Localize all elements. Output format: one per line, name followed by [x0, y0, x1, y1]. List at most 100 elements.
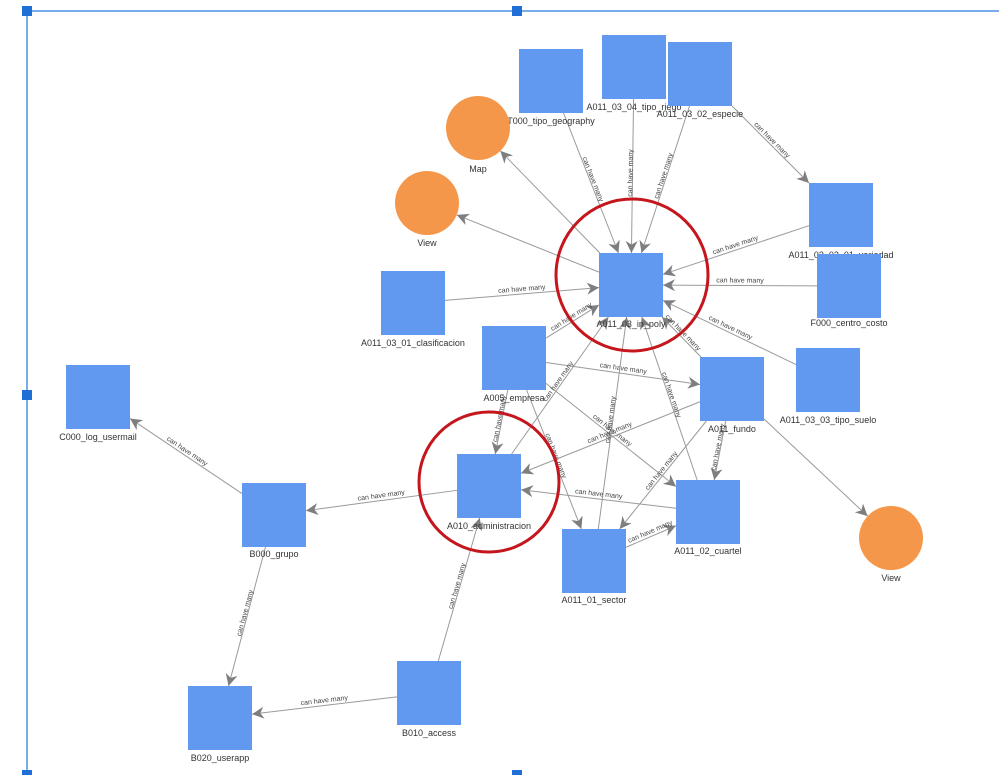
view-circle [859, 506, 923, 570]
entity-box [817, 254, 881, 318]
entity-node-f000-centro-costo-6[interactable]: F000_centro_costo [810, 254, 888, 328]
entity-node-a005-empresa-9[interactable]: A005_empresa [482, 326, 546, 403]
entity-node-b000-grupo-14[interactable]: B000_grupo [242, 483, 306, 559]
edge-line [437, 517, 483, 662]
entity-node-a011-03-01-clasificacion-7[interactable]: A011_03_01_clasificacion [361, 271, 465, 348]
edge-line [225, 546, 266, 687]
node-label: A005_empresa [483, 393, 544, 403]
entity-box [397, 661, 461, 725]
edge-line [305, 489, 458, 516]
entity-box [668, 42, 732, 106]
resize-handle-bottom-center[interactable] [512, 770, 522, 775]
node-label: A011_03_01_clasificacion [361, 338, 465, 348]
edge-f000-to-poly[interactable]: can have many [662, 277, 818, 292]
edge-line [619, 420, 707, 530]
edge-label: can have many [542, 360, 575, 403]
edge-b010-to-b020[interactable]: can have many [251, 695, 398, 719]
edge-label: can have many [752, 121, 791, 160]
edge-label: can have many [498, 284, 546, 295]
edge-line [661, 316, 702, 358]
view-node-view-16[interactable]: View [859, 506, 923, 583]
node-label: A011_03_04_tipo_riego [587, 102, 682, 112]
edge-a011-03-02-to-poly[interactable]: can have many [639, 105, 691, 254]
entity-node-t000-tipo-geography-0[interactable]: T000_tipo_geography [507, 49, 595, 126]
view-node-view-4[interactable]: View [395, 171, 459, 248]
node-label: C000_log_usermail [59, 432, 137, 442]
resize-handle-bottom-left[interactable] [22, 770, 32, 775]
edge-a011-03-04-to-poly[interactable]: can have many [625, 98, 638, 254]
highlight-circle-a010 [417, 410, 561, 554]
node-label: A011_03_in_poly [597, 319, 666, 329]
edge-label: can have many [627, 149, 635, 197]
entity-box [242, 483, 306, 547]
edge-poly-to-map[interactable] [499, 150, 601, 254]
edge-a005-to-poly[interactable]: can have many [545, 301, 600, 339]
edge-line [662, 225, 810, 277]
entity-node-a011-03-03-tipo-suelo-11[interactable]: A011_03_03_tipo_suelo [780, 348, 876, 425]
entity-node-a011-03-02-especie-2[interactable]: A011_03_02_especie [657, 42, 743, 119]
entity-box [700, 357, 764, 421]
entity-node-c000-log-usermail-12[interactable]: C000_log_usermail [59, 365, 137, 442]
edge-b000-to-c000[interactable]: can have many [129, 418, 243, 494]
nodes-layer: T000_tipo_geographyA011_03_04_tipo_riego… [59, 35, 923, 763]
resize-handle-top-center[interactable] [512, 6, 522, 16]
entity-box [188, 686, 252, 750]
edge-label: can have many [707, 315, 753, 342]
edge-line [444, 282, 600, 301]
node-label: View [881, 573, 901, 583]
entity-node-a011-03-04-tipo-riego-1[interactable]: A011_03_04_tipo_riego [587, 35, 682, 112]
edge-fundo-to-poly[interactable]: can have many [661, 313, 702, 358]
node-label: B000_grupo [249, 549, 298, 559]
highlight-circle-poly [554, 197, 710, 353]
edge-poly-to-view1[interactable] [456, 213, 600, 273]
edge-line [597, 316, 632, 530]
entity-node-a011-03-02-01-variedad-5[interactable]: A011_03_02_01_variedad [789, 183, 894, 260]
edge-line [499, 150, 601, 254]
edge-b000-to-b020[interactable]: can have many [225, 546, 266, 687]
edge-label: can have many [236, 589, 255, 637]
edge-line [662, 299, 797, 366]
edge-line [129, 418, 243, 494]
highlight-layer [417, 197, 710, 554]
view-circle [395, 171, 459, 235]
edge-label: can have many [716, 277, 764, 284]
resize-handle-top-left[interactable] [22, 6, 32, 16]
entity-node-a011-fundo-10[interactable]: A011_fundo [700, 357, 764, 434]
entity-box [381, 271, 445, 335]
edge-a011-03-01-to-poly[interactable]: can have many [444, 282, 600, 301]
entity-box [599, 253, 663, 317]
entity-node-a010-administracion-13[interactable]: A010_administracion [447, 454, 531, 531]
node-label: A011_fundo [708, 424, 756, 434]
edge-b010-to-a010[interactable]: can have many [437, 517, 483, 662]
resize-handle-middle-left[interactable] [22, 390, 32, 400]
entity-node-a011-01-sector-17[interactable]: A011_01_sector [562, 529, 627, 605]
node-label: A011_03_03_tipo_suelo [780, 415, 876, 425]
edge-line [251, 696, 398, 719]
edge-line [520, 485, 677, 509]
entity-node-a011-03-in-poly-8[interactable]: A011_03_in_poly [597, 253, 666, 329]
edge-sector-to-cuartel[interactable]: can have many [625, 519, 677, 548]
edge-fundo-to-view2[interactable] [763, 418, 868, 517]
node-label: View [417, 238, 437, 248]
edge-line [639, 105, 691, 254]
entity-box [562, 529, 626, 593]
edge-label: can have many [448, 562, 468, 610]
edge-cuartel-to-a010[interactable]: can have many [520, 485, 677, 509]
edge-line [625, 98, 638, 254]
edge-a011-03-02-to-a011-03-02-01[interactable]: can have many [731, 105, 810, 184]
entity-box [602, 35, 666, 99]
view-node-map-3[interactable]: Map [446, 96, 510, 174]
entity-node-b020-userapp-19[interactable]: B020_userapp [188, 686, 252, 763]
node-label: B020_userapp [191, 753, 250, 763]
entity-node-b010-access-18[interactable]: B010_access [397, 661, 461, 738]
entity-node-a011-02-cuartel-15[interactable]: A011_02_cuartel [674, 480, 742, 556]
node-label: A011_02_cuartel [674, 546, 741, 556]
edge-line [545, 362, 701, 389]
edge-t000-to-poly[interactable]: can have many [563, 112, 620, 254]
edge-a011-03-02-01-to-poly[interactable]: can have many [662, 225, 810, 277]
view-circle [446, 96, 510, 160]
edge-a010-to-b000[interactable]: can have many [305, 489, 458, 516]
entity-box [796, 348, 860, 412]
entity-box [676, 480, 740, 544]
